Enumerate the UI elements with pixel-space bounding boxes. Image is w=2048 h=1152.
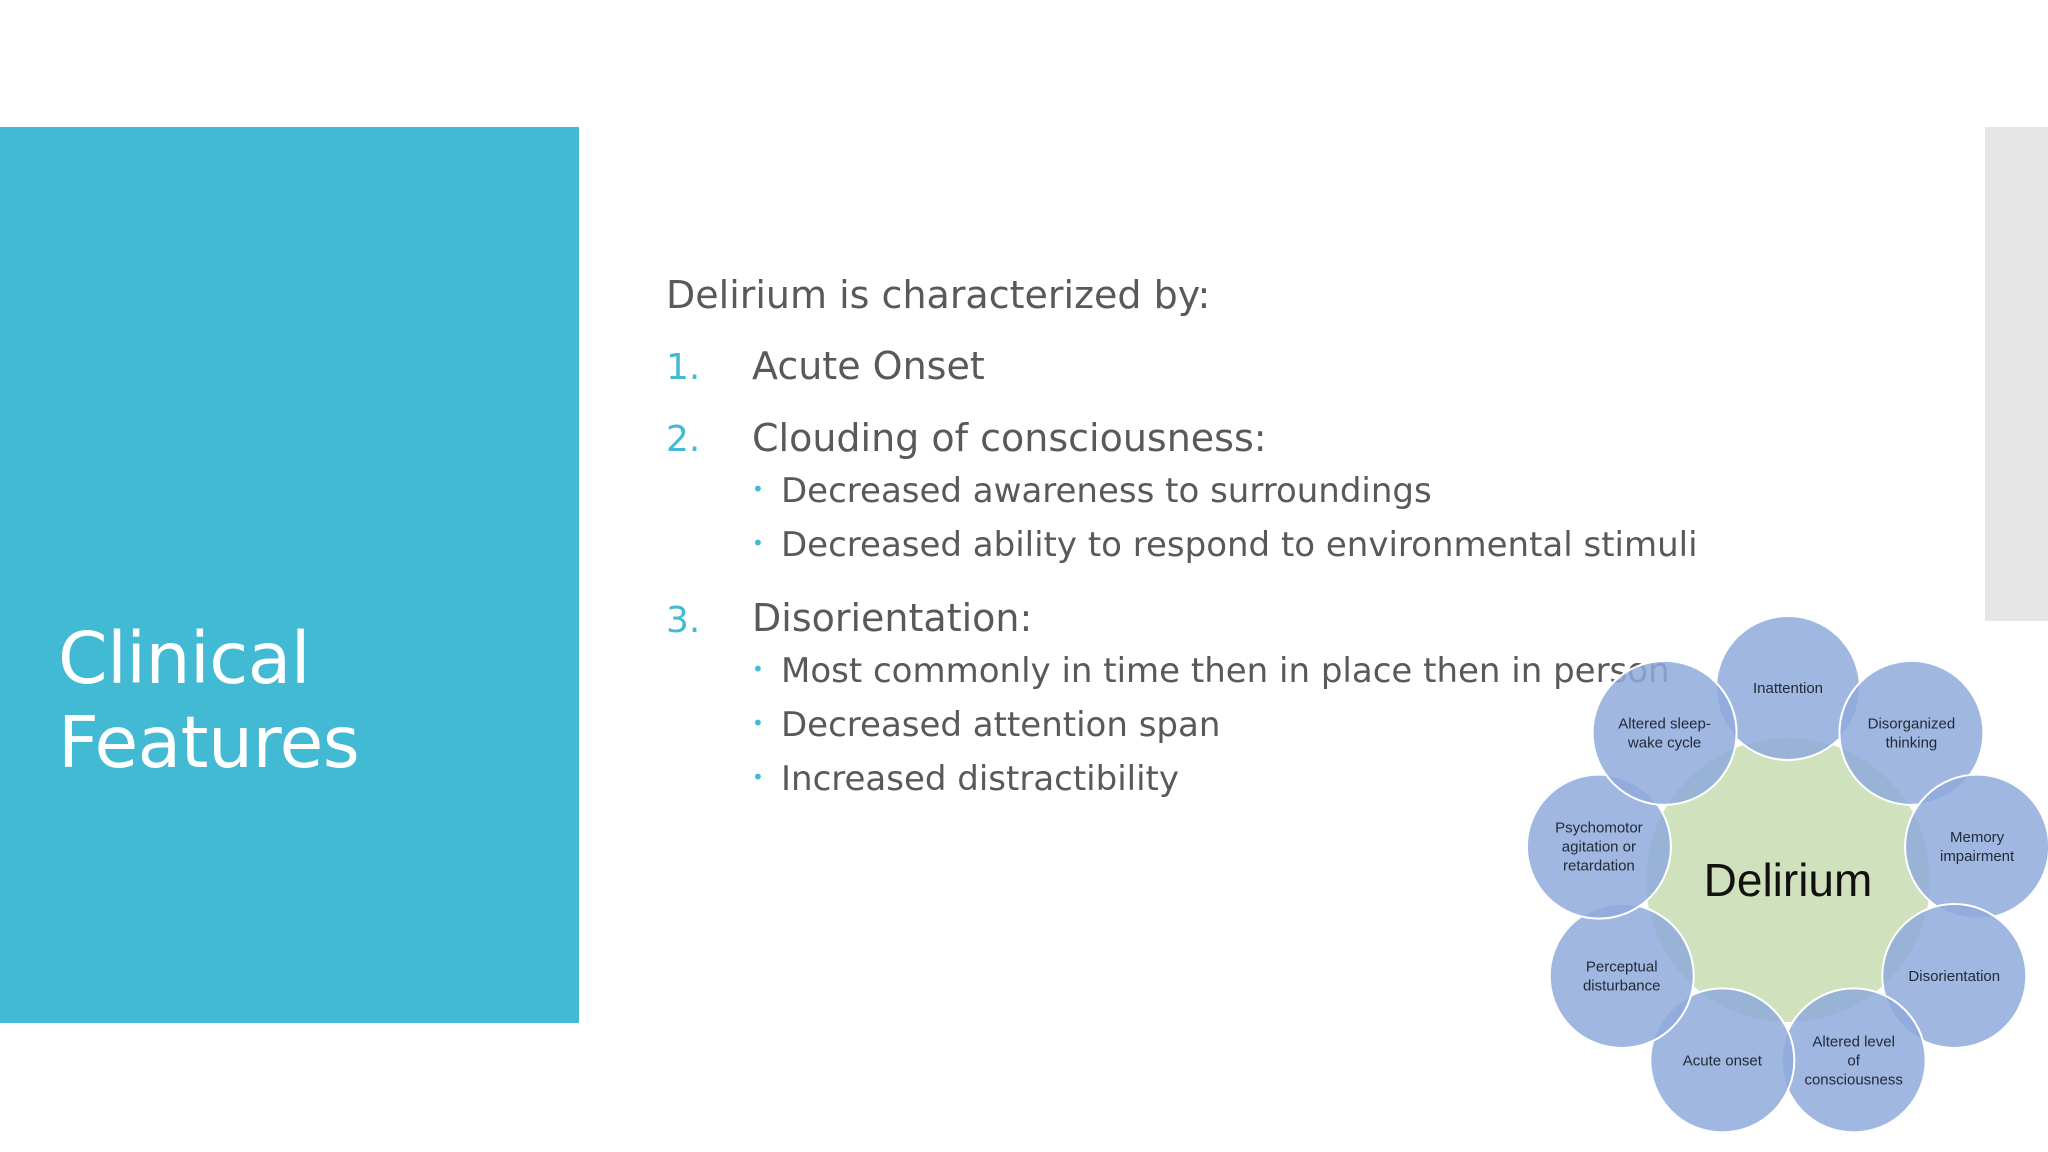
diagram-feature-label: Disorientation [1908, 968, 2000, 985]
bullet-dot: • [752, 531, 764, 555]
diagram-feature-label: agitation or [1562, 839, 1636, 856]
diagram-bubble-circle [1904, 773, 2048, 920]
diagram-feature-bubble: Disorientation [1881, 903, 2028, 1049]
sub-item-text: Decreased attention span [781, 705, 1221, 745]
diagram-feature-label: of [1847, 1052, 1860, 1069]
sub-item: • Most commonly in time then in place the… [752, 646, 1670, 694]
sub-item-text: Most commonly in time then in place then… [781, 651, 1670, 691]
diagram-feature-label: consciousness [1804, 1071, 1902, 1088]
sub-item: • Decreased ability to respond to environ… [752, 520, 1698, 568]
diagram-feature-label: Memory [1950, 829, 2005, 846]
diagram-bubble-circle [1591, 659, 1738, 806]
right-sidebar [1985, 127, 2048, 621]
diagram-feature-label: wake cycle [1627, 734, 1701, 751]
diagram-feature-label: Perceptual [1586, 959, 1658, 976]
diagram-feature-label: Psychomotor [1555, 820, 1643, 837]
sub-item: • Increased distractibility [752, 754, 1179, 802]
diagram-center-label: Delirium [1704, 854, 1873, 906]
sub-item: • Decreased awareness to surroundings [752, 466, 1432, 514]
sub-item: • Decreased attention span [752, 700, 1220, 748]
diagram-feature-label: Altered sleep- [1618, 715, 1711, 732]
list-number-2: 2. [666, 419, 701, 460]
diagram-bubble-circle [1548, 903, 1695, 1049]
list-number-1: 1. [666, 347, 701, 388]
sub-item-text: Decreased awareness to surroundings [781, 471, 1432, 511]
diagram-feature-label: Altered level [1812, 1033, 1895, 1050]
sub-item-text: Increased distractibility [781, 759, 1180, 799]
diagram-feature-label: impairment [1940, 848, 2015, 865]
slide-title-line1: Clinical [58, 617, 311, 700]
bullet-dot: • [752, 765, 764, 789]
diagram-feature-label: retardation [1563, 858, 1635, 875]
list-item-disorientation: Disorientation: [752, 596, 1033, 640]
diagram-feature-label: Inattention [1753, 680, 1823, 697]
diagram-feature-bubble: Inattention [1715, 615, 1861, 761]
bullet-dot: • [752, 657, 764, 681]
diagram-feature-bubble: Disorganized thinking [1838, 659, 1985, 806]
diagram-bubble-circle [1649, 987, 1796, 1134]
diagram-feature-bubble: Altered level of consciousness [1780, 987, 1927, 1134]
diagram-center-circle [1646, 738, 1930, 1022]
diagram-bubble-circle [1881, 903, 2028, 1049]
diagram-feature-bubble: Psychomotor agitation or retardation [1525, 773, 1672, 920]
diagram-feature-bubble: Perceptual disturbance [1548, 903, 1695, 1049]
bullet-dot: • [752, 477, 764, 501]
diagram-feature-label: Disorganized [1868, 715, 1956, 732]
diagram-bubble-circle [1838, 659, 1985, 806]
list-number-3: 3. [666, 600, 701, 641]
title-panel: Clinical Features [0, 127, 579, 1023]
diagram-feature-bubble: Acute onset [1649, 987, 1796, 1134]
diagram-feature-label: thinking [1886, 734, 1938, 751]
slide-title: Clinical Features [58, 617, 360, 785]
diagram-feature-label: Acute onset [1683, 1052, 1763, 1069]
slide-title-line2: Features [58, 701, 360, 784]
list-item-acute-onset: Acute Onset [752, 344, 985, 388]
diagram-feature-label: disturbance [1583, 978, 1661, 995]
sub-item-text: Decreased ability to respond to environm… [781, 525, 1698, 565]
diagram-bubble-circle [1525, 773, 1672, 920]
diagram-feature-bubble: Memory impairment [1904, 773, 2048, 920]
list-item-clouding: Clouding of consciousness: [752, 416, 1267, 460]
intro-text: Delirium is characterized by: [666, 273, 1211, 317]
diagram-feature-bubble: Altered sleep-wake cycle [1591, 659, 1738, 806]
bullet-dot: • [752, 711, 764, 735]
